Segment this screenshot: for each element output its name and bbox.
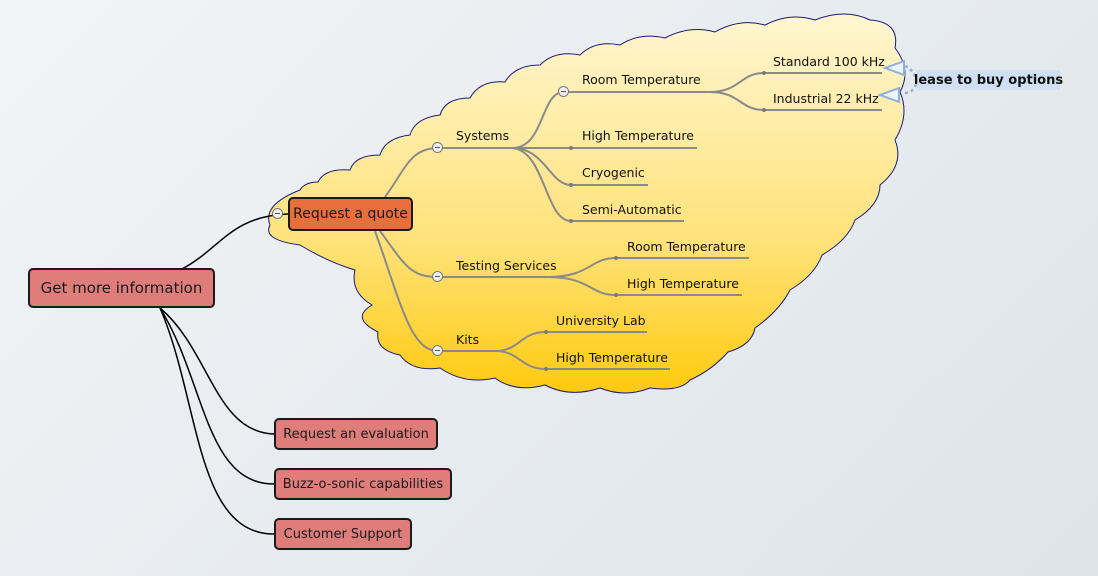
customer-support-topic[interactable]: Customer Support xyxy=(274,518,412,550)
kits-topic[interactable]: Kits xyxy=(456,332,480,347)
standard-100khz-topic[interactable]: Standard 100 kHz xyxy=(773,54,885,69)
root-topic[interactable]: Get more information xyxy=(28,268,215,308)
lease-to-buy-callout[interactable]: lease to buy options xyxy=(914,70,1063,90)
university-lab-topic[interactable]: University Lab xyxy=(556,313,646,328)
connector xyxy=(511,147,684,222)
boundary-cloud xyxy=(268,13,906,394)
buzz-o-sonic-topic[interactable]: Buzz-o-sonic capabilities xyxy=(274,468,452,500)
callout-connector xyxy=(904,82,1059,95)
cryogenic-topic[interactable]: Cryogenic xyxy=(582,165,645,180)
testing-room-temperature-topic[interactable]: Room Temperature xyxy=(627,239,746,254)
callout-connector xyxy=(904,64,918,82)
systems-high-temperature-topic[interactable]: High Temperature xyxy=(582,128,694,143)
request-quote-topic[interactable]: Request a quote xyxy=(288,197,413,231)
industrial-22khz-topic[interactable]: Industrial 22 kHz xyxy=(773,91,879,106)
request-evaluation-topic[interactable]: Request an evaluation xyxy=(274,418,438,450)
callout-arrow-icon xyxy=(877,86,900,104)
testing-services-topic[interactable]: Testing Services xyxy=(456,258,557,273)
kits-high-temperature-topic[interactable]: High Temperature xyxy=(556,350,668,365)
connector xyxy=(179,213,289,271)
callout-arrow-icon xyxy=(882,59,905,77)
collapse-toggle-icon[interactable] xyxy=(432,142,443,153)
connector xyxy=(159,307,275,535)
collapse-toggle-icon[interactable] xyxy=(558,86,569,97)
collapse-toggle-icon[interactable] xyxy=(272,208,283,219)
connector-dots xyxy=(544,71,766,371)
connector xyxy=(159,307,275,435)
systems-topic[interactable]: Systems xyxy=(456,128,510,143)
collapse-toggle-icon[interactable] xyxy=(432,345,443,356)
collapse-toggle-icon[interactable] xyxy=(432,271,443,282)
semi-automatic-topic[interactable]: Semi-Automatic xyxy=(582,202,682,217)
systems-room-temperature-topic[interactable]: Room Temperature xyxy=(582,72,701,87)
testing-high-temperature-topic[interactable]: High Temperature xyxy=(627,276,739,291)
connector xyxy=(159,307,275,485)
connector xyxy=(511,91,565,149)
